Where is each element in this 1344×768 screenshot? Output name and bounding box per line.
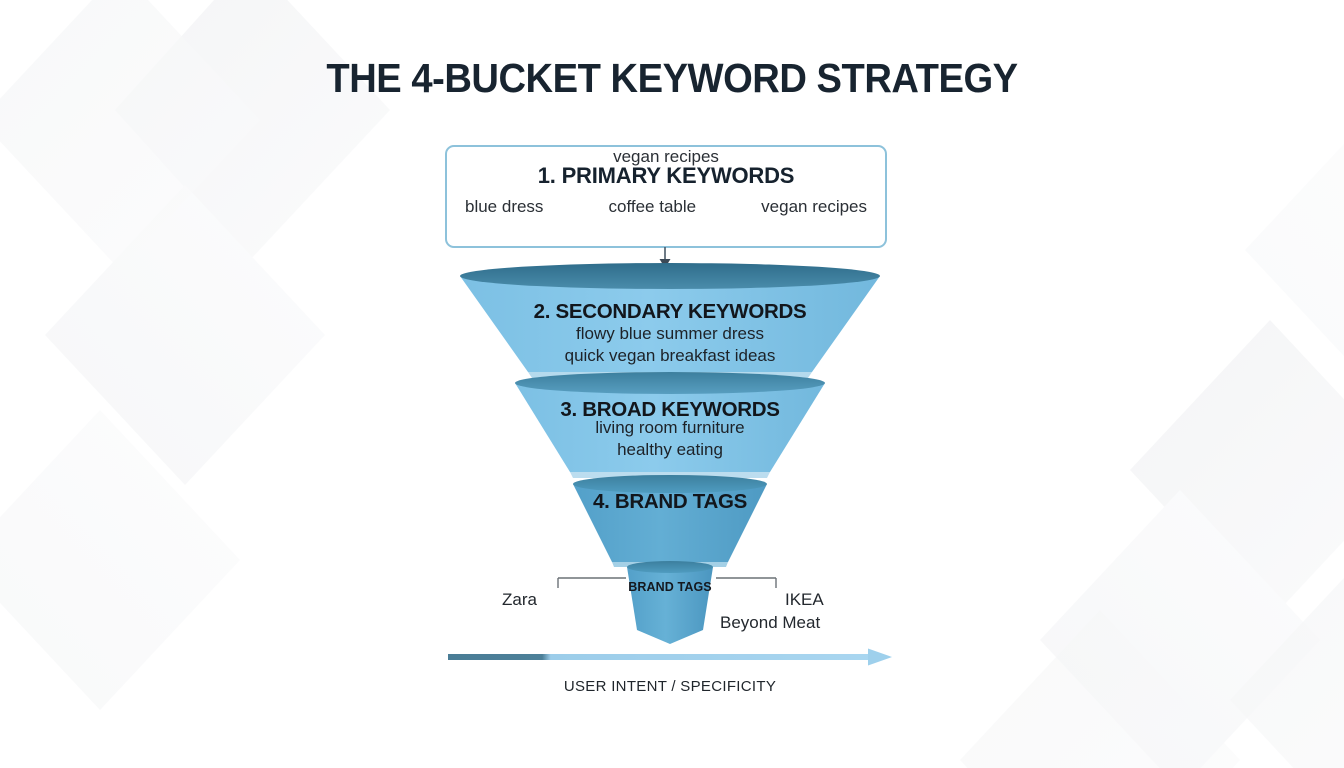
axis-label: USER INTENT / SPECIFICITY xyxy=(563,678,777,695)
funnel-stage-2 xyxy=(460,263,880,378)
funnel-spout xyxy=(627,561,713,644)
keyword-funnel: 2. SECONDARY KEYWORDS flowy blue summer … xyxy=(440,262,900,644)
brand-example-right-bottom: Beyond Meat xyxy=(720,613,821,632)
primary-keywords-heading: 1. PRIMARY KEYWORDS xyxy=(537,163,795,188)
brand-example-left: Zara xyxy=(502,590,537,609)
user-intent-axis-arrow xyxy=(448,648,892,666)
funnel-stage-3 xyxy=(515,372,825,478)
brand-example-right-top: IKEA xyxy=(785,590,824,609)
keyword-chip: vegan recipes xyxy=(761,197,867,216)
keyword-chip: coffee table xyxy=(608,197,697,216)
keyword-chip: blue dress xyxy=(465,197,544,216)
primary-keywords-row: blue dress coffee table vegan recipes xyxy=(465,197,867,217)
primary-keywords-box: 1. PRIMARY KEYWORDS blue dress coffee ta… xyxy=(445,145,887,248)
page-title: THE 4-BUCKET KEYWORD STRATEGY xyxy=(326,55,1018,101)
funnel-stage-4 xyxy=(573,475,767,567)
